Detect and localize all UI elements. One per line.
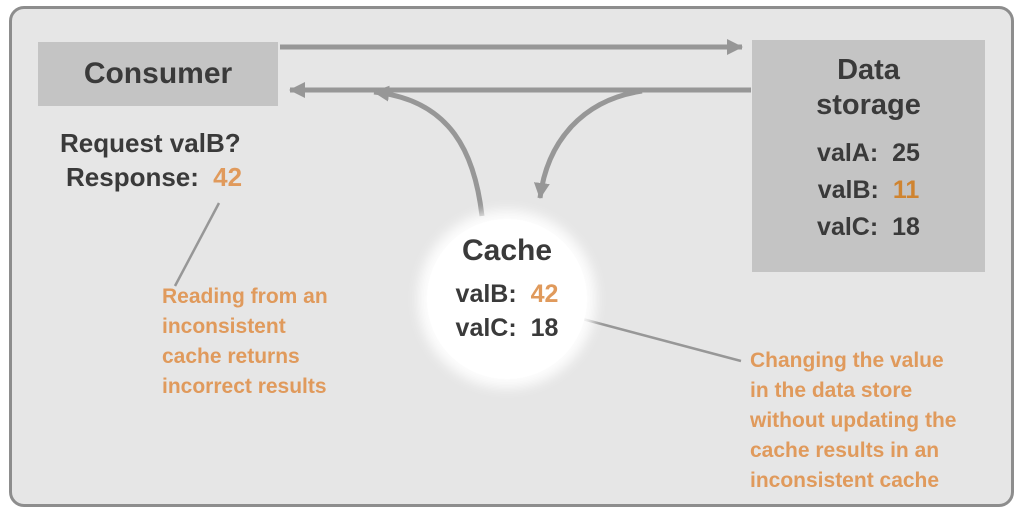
valc-label: valC: bbox=[817, 213, 879, 241]
cache-rows: valB: 42 valC: 18 bbox=[427, 277, 587, 345]
vala-value: 25 bbox=[892, 139, 920, 167]
consumer-box: Consumer bbox=[38, 42, 278, 106]
response-text: Response: 42 bbox=[60, 160, 242, 194]
cache-title: Cache bbox=[461, 234, 553, 267]
consumer-label: Consumer bbox=[83, 57, 233, 90]
vala-label: valA: bbox=[817, 139, 879, 167]
cache-valc-row: valC: 18 bbox=[427, 311, 587, 345]
response-value: 42 bbox=[213, 162, 243, 192]
left-annotation: Reading from an inconsistent cache retur… bbox=[162, 285, 328, 398]
valb-value: 11 bbox=[892, 176, 920, 204]
request-text: Request valB? bbox=[60, 128, 241, 158]
valb-label: valB: bbox=[817, 176, 879, 204]
consumer-note: Request valB? Response: 42 bbox=[60, 126, 242, 194]
cache-valc-label: valC: bbox=[455, 314, 517, 342]
cache-circle: Cache valB: 42 valC: 18 bbox=[427, 219, 587, 379]
cache-valb-row: valB: 42 bbox=[427, 277, 587, 311]
response-label: Response: bbox=[66, 162, 199, 192]
data-storage-rows: valA: 25 valB: 11 valC: 18 bbox=[752, 135, 985, 246]
datastore-valc-row: valC: 18 bbox=[752, 209, 985, 246]
cache-valb-value: 42 bbox=[530, 280, 559, 308]
cache-valb-label: valB: bbox=[455, 280, 517, 308]
datastore-vala-row: valA: 25 bbox=[752, 135, 985, 172]
datastore-valb-row: valB: 11 bbox=[752, 172, 985, 209]
cache-valc-value: 18 bbox=[530, 314, 559, 342]
data-storage-title: Data storage bbox=[816, 54, 921, 121]
right-annotation: Changing the value in the data store wit… bbox=[750, 349, 957, 492]
data-storage-box: Data storage valA: 25 valB: 11 valC: 18 bbox=[752, 40, 985, 272]
valc-value: 18 bbox=[892, 213, 920, 241]
